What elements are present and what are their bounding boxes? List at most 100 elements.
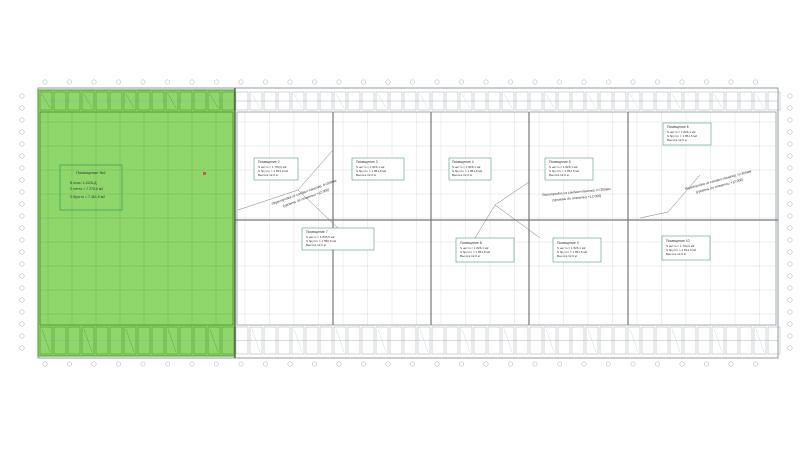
unit-label-8[interactable]: Помещение 8 S нетто = 1 826,1 м2 S брутт… bbox=[455, 237, 515, 263]
annotation-partition-2: Перегородка из сэндвич-панелей, h=300мм … bbox=[542, 187, 612, 202]
service-room bbox=[487, 91, 501, 111]
axis-bubble bbox=[787, 285, 793, 291]
unit-line: S брутто = 1 851,5 м2 bbox=[667, 134, 697, 138]
room-detail bbox=[251, 328, 261, 353]
service-room bbox=[137, 326, 151, 355]
service-room bbox=[417, 91, 431, 111]
unit-label-10[interactable]: Помещение 10 S нетто = 1 790,0 м2 S брут… bbox=[661, 235, 711, 261]
service-room bbox=[263, 326, 277, 355]
unit-title: Помещение 5 bbox=[549, 160, 571, 164]
unit-label-box bbox=[662, 122, 712, 146]
service-room bbox=[683, 91, 697, 111]
room-detail bbox=[209, 328, 219, 353]
unit-label-7[interactable]: Помещение 7 S нетто = 1 835,5 м2 S брутт… bbox=[301, 227, 375, 251]
axis-bubble bbox=[19, 93, 25, 99]
room-detail bbox=[671, 328, 681, 353]
axis-bubble bbox=[385, 361, 391, 367]
unit-line: S нетто = 1 826,1 м2 bbox=[667, 130, 696, 134]
unit-label-2[interactable]: Помещение 2 S нетто = 1 790,0 м2 S брутт… bbox=[253, 157, 299, 181]
axis-bubble bbox=[787, 141, 793, 147]
room-detail bbox=[755, 328, 765, 353]
service-room bbox=[767, 326, 781, 355]
unit-title: Помещение 3 bbox=[356, 160, 378, 164]
service-room bbox=[487, 326, 501, 355]
axis-bubble bbox=[189, 361, 195, 367]
service-room bbox=[249, 91, 263, 111]
unit-label-6[interactable]: Помещение 6 S нетто = 1 826,1 м2 S брутт… bbox=[662, 122, 712, 146]
service-room bbox=[403, 91, 417, 111]
service-room bbox=[375, 91, 389, 111]
highlighted-unit-area[interactable] bbox=[37, 89, 236, 357]
service-room bbox=[655, 91, 669, 111]
service-room bbox=[361, 326, 375, 355]
axis-bubble bbox=[410, 79, 415, 85]
service-room bbox=[725, 91, 739, 111]
unit-line: Высота 12,0 м bbox=[452, 173, 472, 177]
service-room bbox=[235, 326, 249, 355]
room-detail bbox=[629, 93, 639, 109]
highlighted-unit-label[interactable]: Помещение №1 В осях: 1-22/А-Д S нетто = … bbox=[59, 164, 123, 211]
axis-bubble bbox=[630, 361, 636, 367]
highlighted-unit-inner-outline bbox=[39, 111, 234, 326]
service-room bbox=[669, 326, 683, 355]
axis-bubble bbox=[581, 79, 587, 85]
service-room bbox=[389, 326, 403, 355]
room-detail bbox=[251, 93, 261, 109]
service-room bbox=[151, 326, 165, 355]
unit-line: S брутто = 1 860,9 м2 bbox=[306, 239, 336, 243]
axis-bubble bbox=[508, 79, 513, 85]
axis-bubble bbox=[787, 117, 793, 123]
service-room bbox=[179, 326, 193, 355]
unit-title: Помещение 7 bbox=[306, 230, 328, 234]
service-room bbox=[123, 326, 137, 355]
axis-bubble bbox=[787, 273, 793, 279]
unit-label-5[interactable]: Помещение 5 S нетто = 1 826,1 м2 S брутт… bbox=[544, 157, 594, 181]
axis-bubble bbox=[19, 153, 25, 159]
service-room bbox=[333, 326, 347, 355]
axis-bubble bbox=[287, 79, 293, 85]
unit-line: S нетто = 1 826,1 м2 bbox=[356, 165, 385, 169]
axis-bubble bbox=[336, 361, 342, 367]
axis-bubble bbox=[787, 201, 793, 207]
room-detail bbox=[503, 328, 513, 353]
axis-bubble bbox=[287, 361, 293, 367]
unit-line: Высота 12,0 м bbox=[258, 173, 278, 177]
unit-label-9[interactable]: Помещение 9 S нетто = 1 826,1 м2 S брутт… bbox=[552, 237, 602, 263]
service-room bbox=[81, 326, 95, 355]
axis-bubble bbox=[19, 225, 25, 231]
service-room bbox=[501, 326, 515, 355]
axis-bubble bbox=[116, 79, 121, 85]
room-detail bbox=[293, 328, 303, 353]
axis-bubble bbox=[459, 79, 464, 85]
service-room bbox=[249, 326, 263, 355]
service-room bbox=[319, 91, 333, 111]
unit-title: Помещение 4 bbox=[452, 160, 474, 164]
service-room bbox=[515, 326, 529, 355]
room-detail bbox=[125, 328, 135, 353]
highlighted-unit-title: Помещение №1 bbox=[76, 170, 107, 175]
service-room bbox=[431, 91, 445, 111]
service-room bbox=[347, 326, 361, 355]
unit-label-box bbox=[544, 157, 594, 181]
axis-bubble bbox=[19, 237, 25, 243]
service-room bbox=[81, 91, 95, 111]
leader-lines bbox=[237, 149, 701, 239]
axis-bubble bbox=[19, 165, 25, 171]
service-room bbox=[543, 91, 557, 111]
service-room bbox=[655, 326, 669, 355]
axis-bubble bbox=[787, 261, 793, 267]
service-room bbox=[375, 326, 389, 355]
highlighted-unit-line: S нетто = 7 276,6 м2 bbox=[70, 187, 103, 191]
unit-label-4[interactable]: Помещение 4 S нетто = 1 826,1 м2 S брутт… bbox=[448, 157, 492, 181]
room-detail bbox=[377, 93, 387, 109]
axis-bubble bbox=[704, 79, 709, 85]
service-room bbox=[501, 91, 515, 111]
service-room bbox=[389, 91, 403, 111]
room-detail bbox=[209, 93, 219, 109]
service-room bbox=[697, 91, 711, 111]
axis-bubble bbox=[91, 79, 97, 85]
axis-bubble bbox=[787, 297, 793, 303]
unit-line: S брутто = 1 851,5 м2 bbox=[557, 250, 587, 254]
service-room bbox=[67, 326, 81, 355]
unit-label-3[interactable]: Помещение 3 S нетто = 1 826,1 м2 S брутт… bbox=[351, 157, 405, 181]
